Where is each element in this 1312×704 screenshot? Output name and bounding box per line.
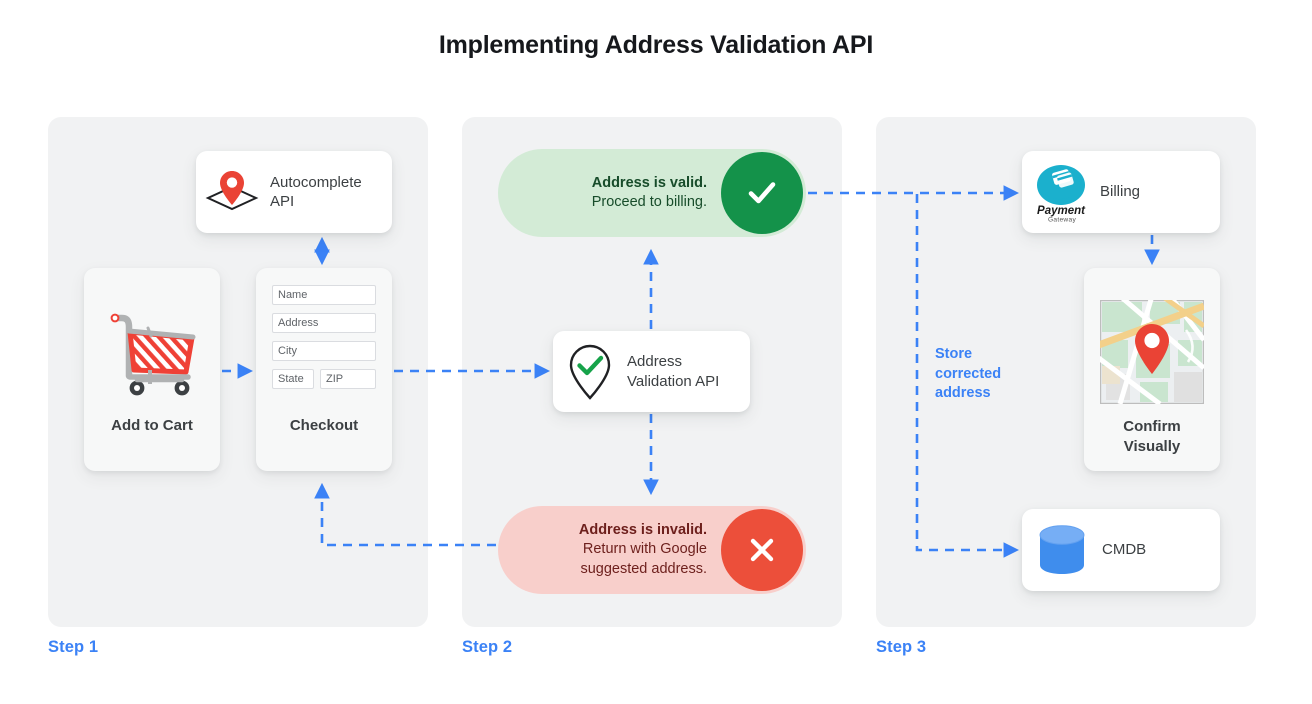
city-field[interactable]: City — [272, 341, 376, 361]
zip-field[interactable]: ZIP — [320, 369, 376, 389]
address-invalid-line1: Address is invalid. — [578, 522, 707, 539]
state-zip-row: State ZIP — [272, 369, 376, 389]
add-to-cart-label: Add to Cart — [111, 417, 193, 434]
billing-card[interactable]: Payment Gateway Billing — [1022, 151, 1220, 233]
name-field[interactable]: Name — [272, 285, 376, 305]
autocomplete-label-line1: Autocomplete — [270, 173, 362, 191]
add-to-cart-card[interactable]: Add to Cart — [84, 268, 220, 471]
database-cylinder-icon — [1022, 522, 1102, 578]
check-icon — [721, 152, 803, 234]
step-3-label: Step 3 — [876, 638, 927, 656]
step-2-label: Step 2 — [462, 638, 513, 656]
pin-check-icon — [553, 343, 627, 401]
address-validation-api-card[interactable]: Address Validation API — [553, 331, 750, 412]
store-note-line2: corrected — [935, 365, 1002, 382]
validation-label-line2: Validation API — [627, 372, 720, 390]
store-corrected-address-note: Store corrected address — [935, 345, 1035, 404]
address-validation-api-label: Address Validation API — [627, 352, 719, 390]
map-thumbnail-icon — [1094, 293, 1206, 409]
svg-text:Gateway: Gateway — [1048, 217, 1077, 224]
confirm-label-line1: Confirm — [1123, 418, 1181, 435]
checkout-label: Checkout — [289, 417, 359, 434]
page-title: Implementing Address Validation API — [438, 31, 874, 59]
state-field[interactable]: State — [272, 369, 314, 389]
address-invalid-line2: Return with Google — [582, 541, 707, 558]
svg-text:Payment: Payment — [1037, 205, 1086, 217]
store-note-line1: Store — [935, 346, 973, 362]
billing-label: Billing — [1100, 183, 1141, 201]
address-invalid-text: Address is invalid. Return with Google s… — [579, 521, 721, 579]
address-invalid-pill: Address is invalid. Return with Google s… — [498, 506, 806, 594]
address-field[interactable]: Address — [272, 313, 376, 333]
payment-gateway-icon: Payment Gateway — [1022, 161, 1100, 223]
cmdb-card[interactable]: CMDB — [1022, 509, 1220, 591]
address-valid-pill: Address is valid. Proceed to billing. — [498, 149, 806, 237]
address-valid-line1: Address is valid. — [591, 174, 707, 191]
address-valid-text: Address is valid. Proceed to billing. — [592, 174, 721, 213]
checkout-form: Name Address City State ZIP — [272, 285, 376, 389]
confirm-visually-label: Confirm Visually — [1084, 417, 1220, 456]
map-pin-diamond-icon — [196, 167, 268, 217]
autocomplete-api-card[interactable]: Autocomplete API — [196, 151, 392, 233]
address-invalid-line3: suggested address. — [580, 560, 707, 577]
validation-label-line1: Address — [627, 353, 683, 371]
autocomplete-api-label: Autocomplete API — [270, 173, 362, 211]
confirm-visually-card[interactable]: Confirm Visually — [1084, 268, 1220, 471]
autocomplete-label-line2: API — [270, 193, 295, 210]
store-note-line3: address — [935, 385, 991, 402]
close-icon — [721, 509, 803, 591]
step-1-label: Step 1 — [48, 638, 99, 656]
cmdb-label: CMDB — [1102, 541, 1147, 559]
confirm-label-line2: Visually — [1123, 437, 1181, 455]
shopping-cart-icon — [104, 306, 200, 403]
address-valid-line2: Proceed to billing. — [591, 194, 707, 210]
checkout-card[interactable]: Name Address City State ZIP Checkout — [256, 268, 392, 471]
